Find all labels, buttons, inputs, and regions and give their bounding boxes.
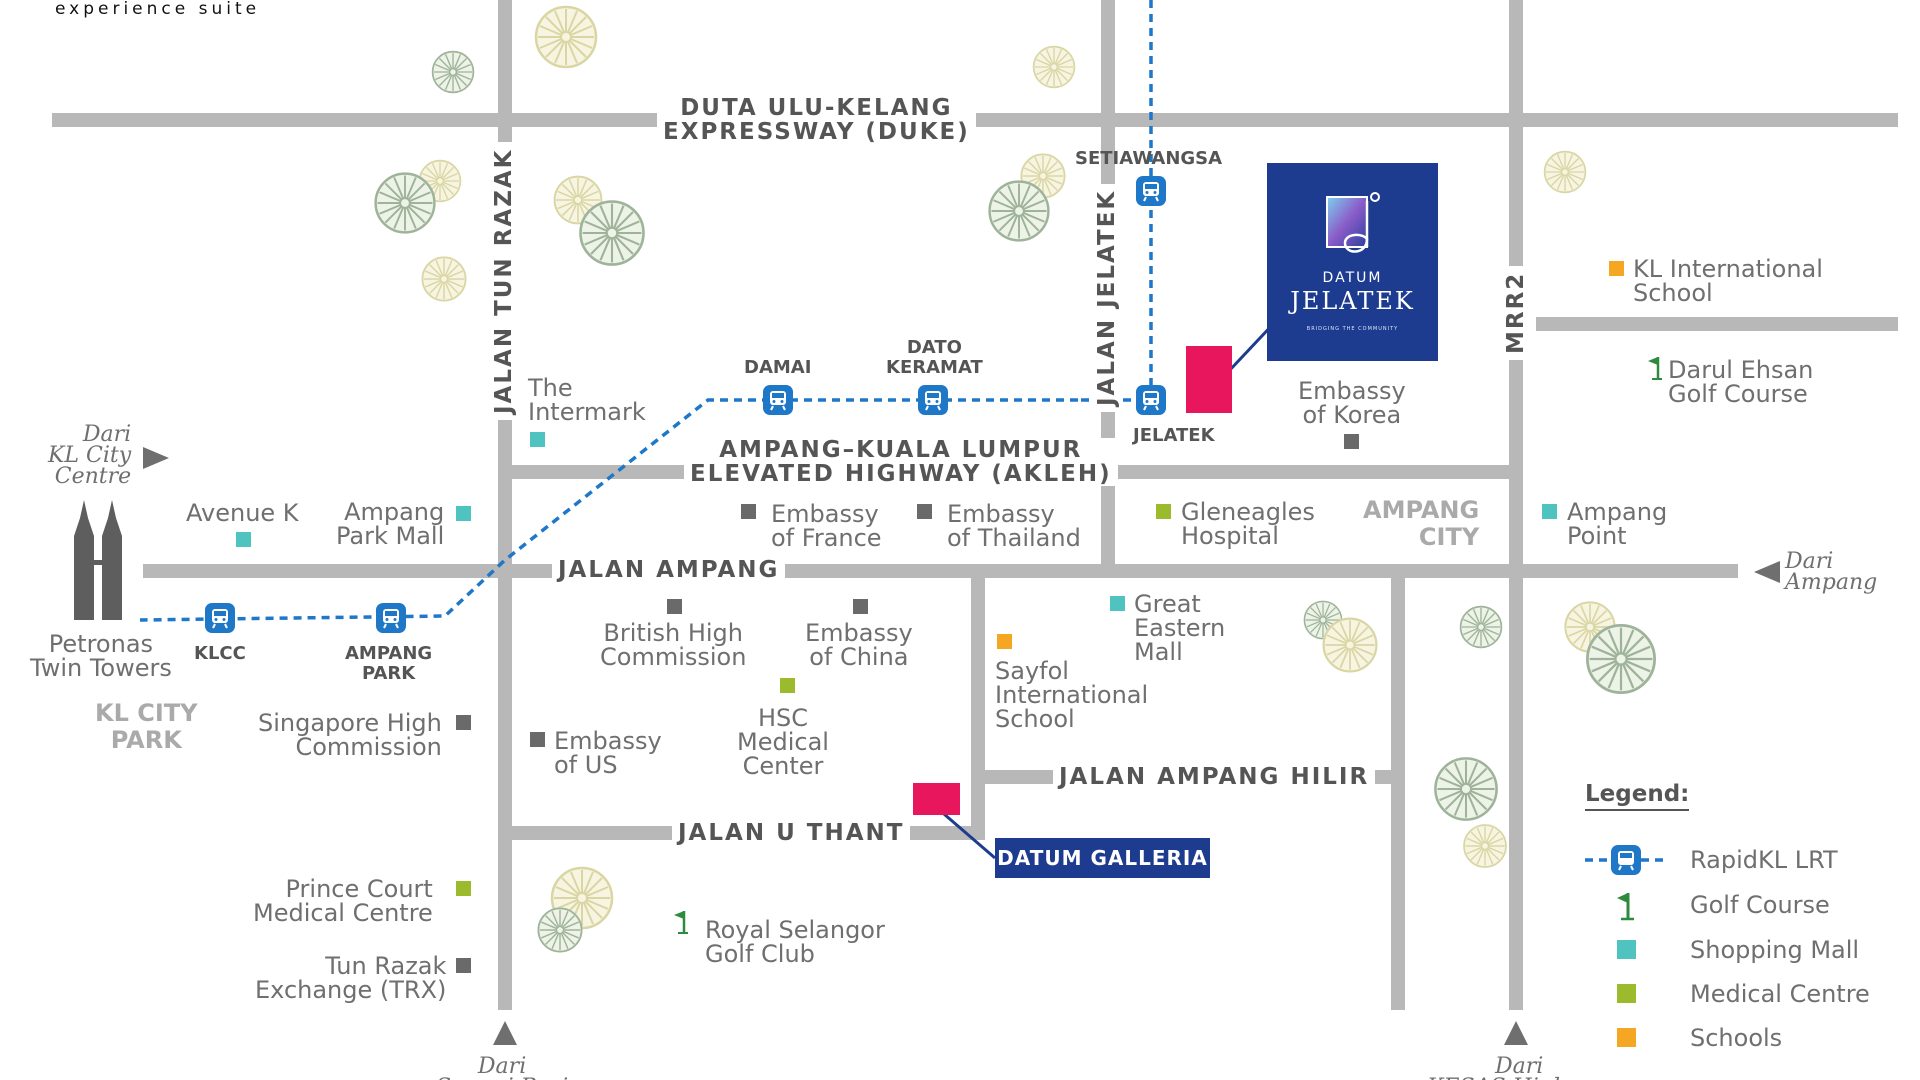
- datum-jelatek-logo-box[interactable]: DATUM JELATEK BRIDGING THE COMMUNITY: [1267, 163, 1438, 361]
- road-label-akleh: AMPANG–KUALA LUMPUR ELEVATED HIGHWAY (AK…: [684, 438, 1118, 486]
- arrow-from-sungai-besi-icon: [493, 1021, 517, 1045]
- road-label-mrr2: MRR2: [1503, 265, 1529, 360]
- place-label-embassy-thailand: Embassy of Thailand: [947, 500, 1081, 552]
- arrow-from-ampang-icon: [1754, 561, 1780, 583]
- petronas-towers-icon: [74, 500, 122, 620]
- shopping-mall-marker-ampang-point: [1542, 504, 1557, 519]
- place-label-gleneagles: Gleneagles Hospital: [1181, 498, 1315, 550]
- embassy-marker-us: [530, 732, 545, 747]
- station-label-setiawangsa: SETIAWANGSA: [1075, 148, 1223, 169]
- legend-label-lrt: RapidKL LRT: [1690, 846, 1838, 874]
- legend-label-medical-centre: Medical Centre: [1690, 980, 1870, 1008]
- lrt-station-jelatek-icon[interactable]: [1136, 385, 1166, 415]
- road-label-jalan-ampang: JALAN AMPANG: [552, 558, 786, 582]
- place-label-prince-court: Prince Court Medical Centre: [253, 875, 433, 927]
- place-label-sayfol: Sayfol International School: [995, 657, 1149, 733]
- road-label-jalan-jelatek: JALAN JELATEK: [1094, 183, 1120, 412]
- station-label-klcc: KLCC: [194, 643, 246, 664]
- road-label-duke: DUTA ULU-KELANG EXPRESSWAY (DUKE): [657, 96, 976, 144]
- lrt-station-damai-icon[interactable]: [763, 385, 793, 415]
- direction-label-ampang: Dari Ampang: [1785, 549, 1878, 595]
- golf-flag-icon: [1646, 353, 1664, 386]
- place-label-intermark: The Intermark: [528, 374, 646, 426]
- place-label-singapore: Singapore High Commission: [258, 709, 442, 761]
- place-label-royal-selangor: Royal Selangor Golf Club: [705, 916, 885, 968]
- medical-marker-gleneagles: [1156, 504, 1171, 519]
- golf-flag-icon: [1617, 893, 1634, 921]
- medical-marker-hsc: [780, 678, 795, 693]
- place-label-ampang-park-mall: Ampang Park Mall: [336, 498, 445, 550]
- place-label-embassy-china: Embassy of China: [805, 619, 913, 671]
- place-label-embassy-france: Embassy of France: [771, 500, 882, 552]
- place-label-ampang-point: Ampang Point: [1567, 498, 1668, 550]
- place-label-kl-international: KL International School: [1633, 255, 1823, 307]
- area-label-kl-city-park: KL CITY PARK: [95, 699, 198, 754]
- legend-label-schools: Schools: [1690, 1024, 1783, 1052]
- datum-logo-icon: [1323, 189, 1385, 266]
- embassy-marker-france: [741, 504, 756, 519]
- datum-jelatek-marker[interactable]: [1186, 346, 1232, 413]
- school-marker-kl-international: [1609, 261, 1624, 276]
- place-label-british: British High Commission: [600, 619, 747, 671]
- direction-label-sungai-besi: Dari Sungai Besi: [436, 1054, 568, 1080]
- datum-jelatek-brand: DATUM: [1322, 270, 1383, 286]
- shopping-mall-marker-intermark: [530, 432, 545, 447]
- medical-centre-square: [1617, 984, 1636, 1003]
- embassy-marker-korea: [1344, 434, 1359, 449]
- legend-label-golf: Golf Course: [1690, 891, 1830, 919]
- lrt-station-ampang-park-icon[interactable]: [376, 603, 406, 633]
- place-label-darul-ehsan: Darul Ehsan Golf Course: [1668, 356, 1814, 408]
- shopping-mall-square: [1617, 940, 1636, 959]
- place-label-embassy-korea: Embassy of Korea: [1298, 377, 1406, 429]
- shopping-mall-marker-great-eastern: [1110, 596, 1125, 611]
- legend-title: Legend:: [1585, 782, 1690, 811]
- lrt-station-setiawangsa-icon[interactable]: [1136, 176, 1166, 206]
- station-label-ampang-park: AMPANG PARK: [345, 643, 433, 684]
- place-label-embassy-us: Embassy of US: [554, 727, 662, 779]
- datum-galleria-marker[interactable]: [913, 783, 960, 815]
- direction-label-kesas: Dari KESAS Highway: [1427, 1054, 1611, 1080]
- legend-label-shopping-mall: Shopping Mall: [1690, 936, 1860, 964]
- road-label-jalan-tun-razak: JALAN TUN RAZAK: [491, 142, 517, 420]
- datum-galleria-label[interactable]: DATUM GALLERIA: [995, 838, 1210, 878]
- lrt-station-klcc-icon[interactable]: [205, 603, 235, 633]
- direction-arrows: [143, 447, 1780, 1045]
- embassy-marker-thailand: [917, 504, 932, 519]
- place-label-petronas: Petronas Twin Towers: [30, 630, 172, 682]
- place-label-great-eastern: Great Eastern Mall: [1134, 590, 1226, 666]
- shopping-mall-marker-ampang-park-mall: [456, 506, 471, 521]
- station-label-jelatek: JELATEK: [1133, 425, 1215, 446]
- place-label-trx: Tun Razak Exchange (TRX): [255, 952, 447, 1004]
- road-label-jalan-u-thant: JALAN U THANT: [672, 821, 911, 845]
- station-label-dato-keramat: DATO KERAMAT: [886, 337, 983, 378]
- lrt-icon: [1585, 845, 1667, 875]
- lrt-station-dato-keramat-icon[interactable]: [918, 385, 948, 415]
- road-label-jalan-ampang-hilir: JALAN AMPANG HILIR: [1053, 765, 1376, 789]
- building-marker-trx: [456, 958, 471, 973]
- datum-jelatek-name: JELATEK: [1290, 287, 1415, 315]
- direction-label-kl-city-centre: Dari KL City Centre: [48, 422, 132, 489]
- schools-square: [1617, 1028, 1636, 1047]
- golf-flag-icon: [672, 907, 690, 940]
- datum-jelatek-tagline: BRIDGING THE COMMUNITY: [1306, 326, 1399, 332]
- arrow-from-kesas-icon: [1504, 1021, 1528, 1045]
- shopping-mall-marker-avenue-k: [236, 532, 251, 547]
- arrow-from-kl-city-centre-icon: [143, 447, 169, 469]
- embassy-marker-china: [853, 599, 868, 614]
- station-label-damai: DAMAI: [744, 357, 812, 378]
- embassy-marker-singapore: [456, 715, 471, 730]
- place-label-hsc: HSC Medical Center: [737, 704, 829, 780]
- medical-marker-prince-court: [456, 881, 471, 896]
- place-label-avenue-k: Avenue K: [186, 499, 299, 527]
- area-label-ampang-city: AMPANG CITY: [1363, 496, 1480, 551]
- embassy-marker-british: [667, 599, 682, 614]
- brand-text: experience suite: [55, 0, 261, 19]
- school-marker-sayfol: [997, 634, 1012, 649]
